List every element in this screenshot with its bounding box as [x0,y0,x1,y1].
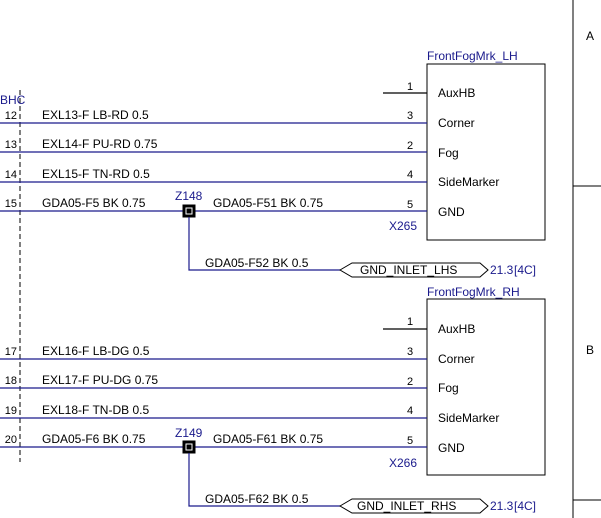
pin-number: 2 [407,140,413,152]
offpage-connector[interactable] [339,498,489,514]
pin-name: AuxHB [438,86,475,100]
pin-number: 4 [407,405,413,417]
offpage-connector[interactable] [339,262,489,278]
connector-label: BHC [0,93,26,107]
component-ref-lh: X265 [389,219,417,233]
pin-number: 3 [407,110,413,122]
component-name-rh: FrontFogMrk_RH [427,285,520,299]
pin-number: 4 [407,169,413,181]
zone-label-a: A [586,29,594,43]
left-pin-number: 19 [5,405,17,417]
component-box-rh[interactable] [426,298,546,476]
wire[interactable] [188,217,340,271]
wire-label: GDA05-F51 BK 0.75 [213,196,323,210]
splice-label: Z149 [175,426,203,440]
offpage-zone[interactable]: [4C] [514,499,536,513]
pin-name: SideMarker [438,175,499,189]
wire-label: GDA05-F6 BK 0.75 [42,432,146,446]
component-name-lh: FrontFogMrk_LH [427,49,518,63]
wire-label: GDA05-F5 BK 0.75 [42,196,146,210]
left-pin-number: 18 [5,375,17,387]
splice-node-inner [185,443,193,451]
left-pin-number: 12 [5,110,17,122]
left-pin-number: 14 [5,169,17,181]
left-pin-number: 20 [5,434,17,446]
pin-name: AuxHB [438,322,475,336]
left-pin-number: 13 [5,139,17,151]
pin-name: Corner [438,352,475,366]
pin-name: SideMarker [438,411,499,425]
wire-label: EXL17-F PU-DG 0.75 [42,373,158,387]
offpage-ref[interactable]: 21.3 [490,499,514,513]
offpage-zone[interactable]: [4C] [514,263,536,277]
wire-label: GDA05-F62 BK 0.5 [205,492,309,506]
pin-number: 1 [407,316,413,328]
wire-label: EXL16-F LB-DG 0.5 [42,344,150,358]
offpage-label: GND_INLET_RHS [357,499,456,513]
pin-number: 5 [407,199,413,211]
pin-name: Fog [438,146,459,160]
pin-name: Corner [438,116,475,130]
pin-number: 2 [407,376,413,388]
wire-label: EXL13-F LB-RD 0.5 [42,108,149,122]
wire-label: EXL14-F PU-RD 0.75 [42,137,158,151]
component-ref-rh: X266 [389,456,417,470]
zone-label-b: B [586,343,594,357]
pin-name: GND [438,205,465,219]
offpage-label: GND_INLET_LHS [360,263,457,277]
splice-node[interactable] [182,204,196,218]
splice-label: Z148 [175,189,203,203]
splice-node-inner [185,207,193,215]
wire[interactable] [188,453,340,507]
wire-label: EXL18-F TN-DB 0.5 [42,403,149,417]
pin-name: Fog [438,381,459,395]
pin-number: 1 [407,81,413,93]
pin-name: GND [438,441,465,455]
wire-label: GDA05-F61 BK 0.75 [213,432,323,446]
left-pin-number: 15 [5,198,17,210]
pin-number: 3 [407,346,413,358]
splice-node[interactable] [182,440,196,454]
offpage-ref[interactable]: 21.3 [490,263,514,277]
wire-label: GDA05-F52 BK 0.5 [205,256,309,270]
pin-number: 5 [407,435,413,447]
wire-label: EXL15-F TN-RD 0.5 [42,167,150,181]
left-pin-number: 17 [5,346,17,358]
